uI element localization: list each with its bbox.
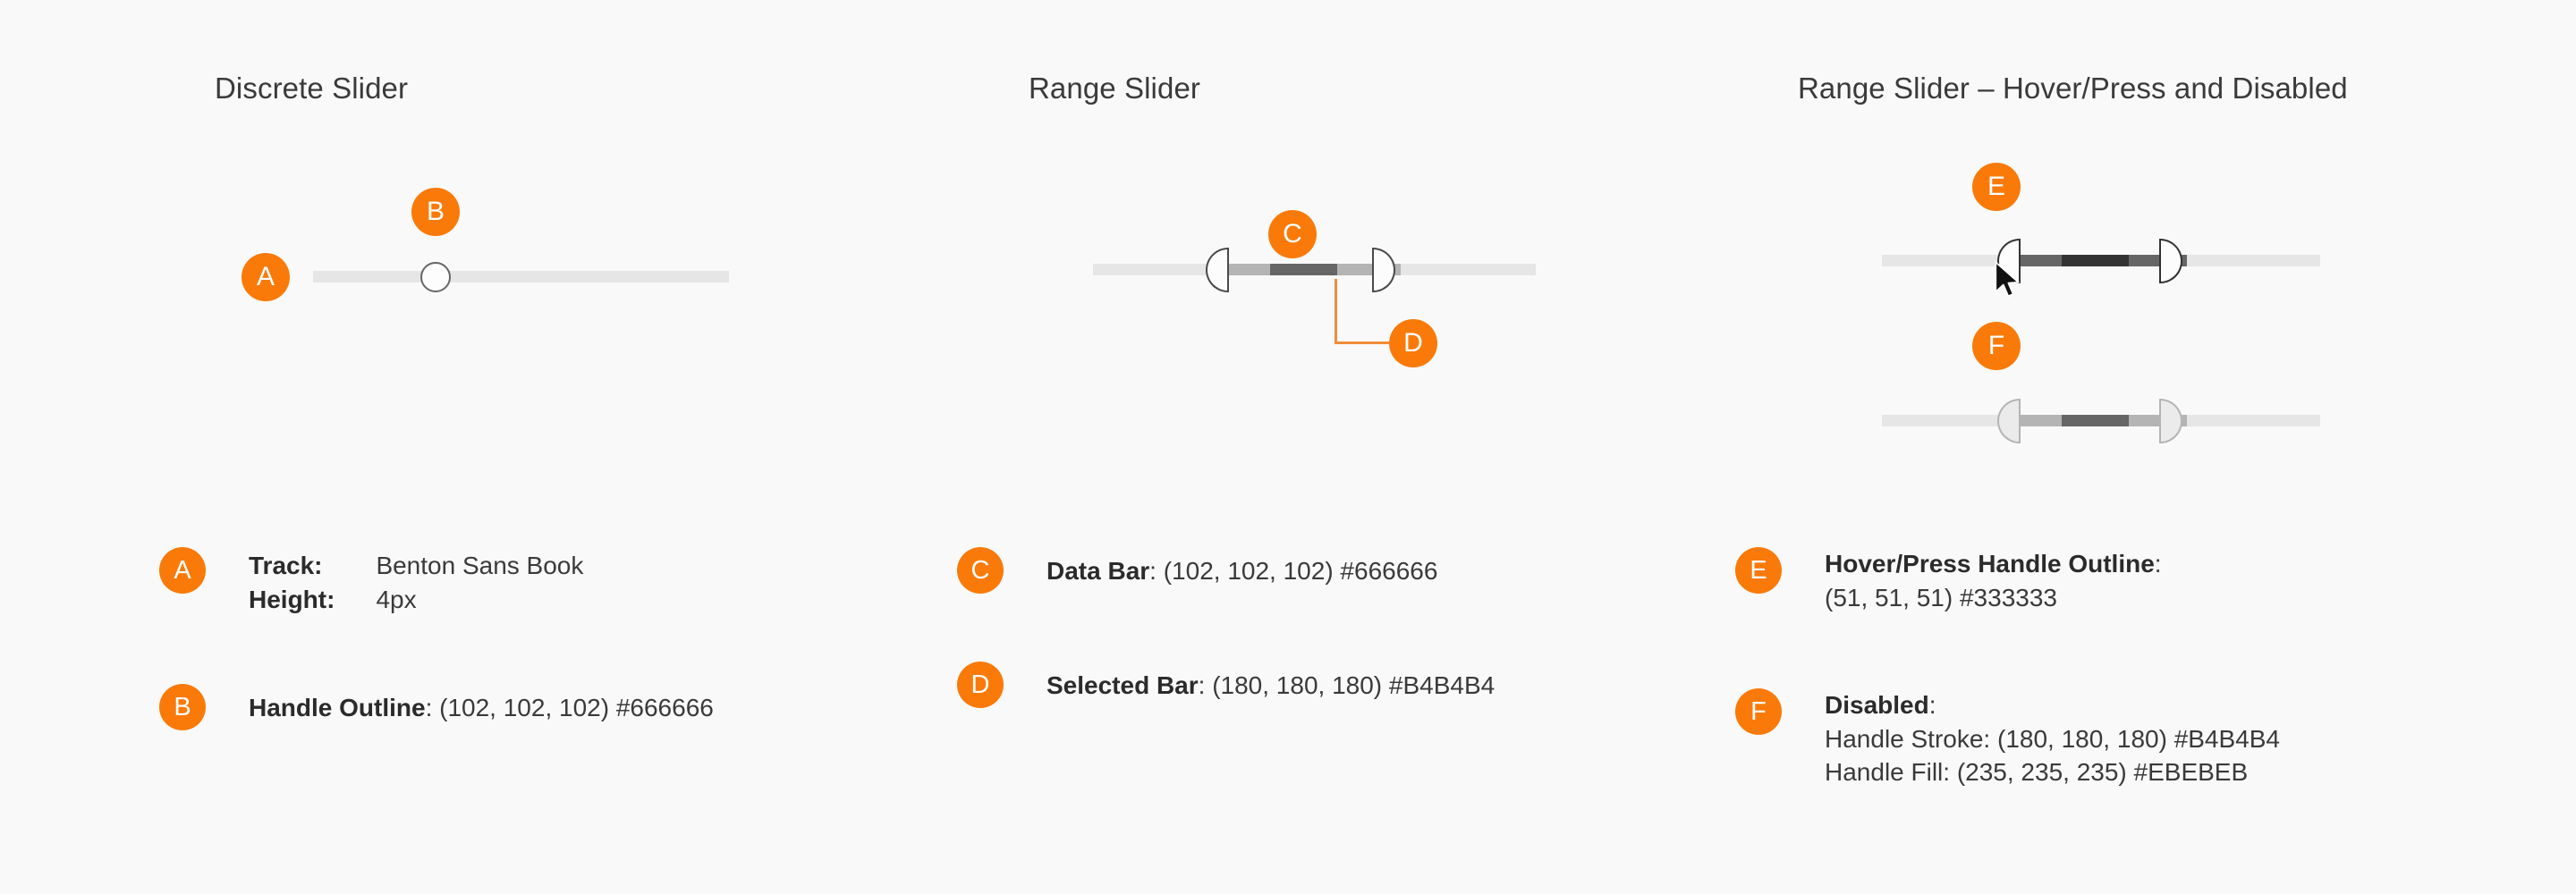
legend-badge-e: E [1735, 547, 1782, 594]
legend-colon-hover-outline: : [2154, 550, 2162, 578]
legend-text-c: Data Bar: (102, 102, 102) #666666 [1046, 554, 1437, 588]
legend-entry-d: D Selected Bar: (180, 180, 180) #B4B4B4 [957, 662, 1495, 708]
callout-badge-b: B [411, 188, 460, 236]
legend-value-data-bar: : (102, 102, 102) #666666 [1149, 557, 1438, 585]
discrete-slider-handle[interactable] [420, 262, 451, 292]
callout-leader-vertical-d [1335, 279, 1337, 343]
column-title-range-slider: Range Slider [1029, 72, 1200, 105]
legend-value-track: Benton Sans Book [376, 552, 584, 579]
callout-leader-horizontal-d [1335, 342, 1411, 344]
discrete-slider-track[interactable] [313, 271, 729, 283]
legend-colon-disabled: : [1928, 691, 1936, 719]
legend-entry-c: C Data Bar: (102, 102, 102) #666666 [957, 547, 1437, 594]
legend-line-disabled-stroke: Handle Stroke: (180, 180, 180) #B4B4B4 [1825, 724, 2281, 753]
legend-label-data-bar: Data Bar [1046, 557, 1150, 585]
mouse-cursor-icon [1995, 261, 2020, 298]
legend-value-selected-bar: : (180, 180, 180) #B4B4B4 [1198, 671, 1496, 699]
column-title-range-slider-states: Range Slider – Hover/Press and Disabled [1798, 72, 2348, 105]
callout-badge-a: A [242, 253, 290, 301]
legend-badge-a: A [159, 547, 206, 594]
range-slider-handle-right[interactable] [1372, 248, 1395, 292]
column-title-discrete-slider: Discrete Slider [215, 72, 409, 105]
legend-label-handle-outline: Handle Outline [249, 694, 426, 721]
range-slider-disabled-handle-right [2159, 399, 2182, 443]
legend-entry-e: E Hover/Press Handle Outline: (51, 51, 5… [1735, 547, 2162, 614]
legend-badge-d: D [957, 662, 1004, 708]
legend-row-track: Track: Benton Sans Book [249, 549, 583, 583]
legend-entry-f: F Disabled: Handle Stroke: (180, 180, 18… [1735, 688, 2280, 789]
range-slider-disabled-handle-left [1997, 399, 2021, 443]
legend-text-b: Handle Outline: (102, 102, 102) #666666 [249, 691, 714, 725]
legend-line-disabled-label: Disabled: [1825, 688, 2280, 722]
legend-row-height: Height: 4px [249, 583, 583, 617]
range-slider-handle-left[interactable] [1206, 248, 1229, 292]
legend-entry-b: B Handle Outline: (102, 102, 102) #66666… [159, 684, 714, 730]
callout-badge-d: D [1389, 319, 1437, 367]
range-slider-hover-data-bar [2062, 255, 2129, 266]
callout-badge-f: F [1972, 322, 2021, 370]
legend-text-a: Track: Benton Sans Book Height: 4px [249, 549, 583, 617]
legend-line-hover-value: (51, 51, 51) #333333 [1825, 583, 2057, 611]
legend-label-disabled: Disabled [1825, 691, 1929, 719]
callout-badge-c: C [1268, 210, 1317, 258]
legend-value-height: 4px [376, 586, 417, 614]
legend-text-d: Selected Bar: (180, 180, 180) #B4B4B4 [1046, 669, 1495, 703]
legend-text-f: Disabled: Handle Stroke: (180, 180, 180)… [1825, 688, 2280, 789]
legend-text-e: Hover/Press Handle Outline: (51, 51, 51)… [1825, 547, 2162, 614]
legend-label-hover-outline: Hover/Press Handle Outline [1825, 550, 2155, 578]
callout-badge-e: E [1972, 163, 2021, 211]
legend-badge-f: F [1735, 688, 1782, 735]
legend-line-hover-label: Hover/Press Handle Outline: [1825, 547, 2162, 581]
legend-entry-a: A Track: Benton Sans Book Height: 4px [159, 547, 583, 617]
range-slider-data-bar [1270, 264, 1337, 275]
legend-badge-c: C [957, 547, 1004, 594]
legend-badge-b: B [159, 684, 206, 730]
range-slider-disabled-data-bar [2062, 415, 2129, 426]
range-slider-hover-handle-right[interactable] [2159, 239, 2182, 283]
legend-label-selected-bar: Selected Bar [1046, 671, 1199, 699]
legend-value-handle-outline: : (102, 102, 102) #666666 [425, 694, 714, 721]
legend-key-height: Height: [249, 586, 335, 614]
legend-line-disabled-fill: Handle Fill: (235, 235, 235) #EBEBEB [1825, 758, 2249, 787]
legend-key-track: Track: [249, 552, 323, 579]
